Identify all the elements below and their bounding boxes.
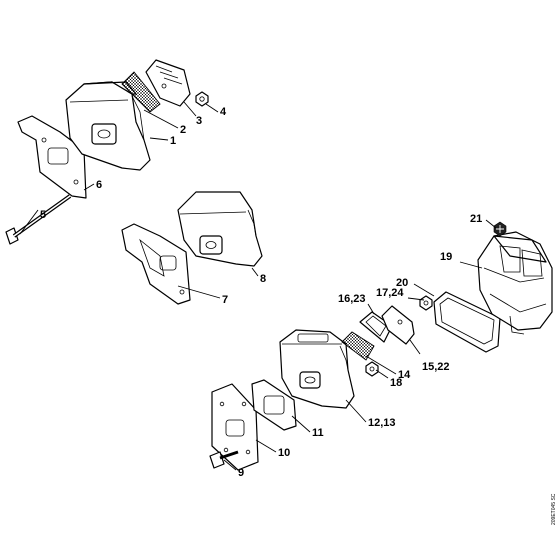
callout-6: 6 <box>96 179 102 191</box>
nut-part-17-24 <box>419 295 433 311</box>
muffler-housing-part-8 <box>177 191 263 267</box>
callout-8: 8 <box>260 273 266 285</box>
callout-4: 4 <box>220 106 227 118</box>
bolt-part-5 <box>5 194 72 245</box>
callout-5: 5 <box>40 209 46 221</box>
callout-3: 3 <box>196 115 202 127</box>
gasket-plate-part-7 <box>121 223 191 305</box>
muffler-housing-part-1 <box>65 81 151 171</box>
screw-part-21 <box>493 221 507 237</box>
callout-7: 7 <box>222 294 228 306</box>
filter-pad-part-20 <box>433 291 501 353</box>
gasket-part-11 <box>251 379 297 431</box>
callout-12-13: 12,13 <box>368 417 396 429</box>
gasket-plate-part-6 <box>17 115 87 199</box>
callout-18: 18 <box>390 377 402 389</box>
air-box-housing-part-19 <box>477 231 553 335</box>
screw-part-18 <box>365 361 379 377</box>
cover-plate-part-15-22 <box>381 305 415 345</box>
callout-17-24: 17,24 <box>376 287 404 299</box>
reference-code: 209ET045 SC <box>551 493 557 525</box>
nut-part-4 <box>195 91 209 107</box>
callout-9: 9 <box>238 467 244 479</box>
bolt-part-9 <box>209 450 239 469</box>
callout-labels: 1 2 3 4 5 6 7 8 9 10 11 12,13 14 15,22 1… <box>40 106 482 479</box>
callout-20: 20 <box>396 277 408 289</box>
callout-21: 21 <box>470 213 482 225</box>
callout-16-23: 16,23 <box>338 293 366 305</box>
muffler-housing-part-12-13 <box>279 329 355 409</box>
callout-2: 2 <box>180 124 186 136</box>
callout-14: 14 <box>398 369 411 381</box>
screen-part-2 <box>121 71 161 113</box>
callout-11: 11 <box>312 427 324 439</box>
callout-19: 19 <box>440 251 452 263</box>
screen-part-14 <box>341 331 375 361</box>
flange-plate-part-10 <box>211 383 259 471</box>
callout-15-22: 15,22 <box>422 361 450 373</box>
leader-lines <box>19 101 497 471</box>
cover-plate-part-3 <box>145 59 191 107</box>
callout-1: 1 <box>170 135 176 147</box>
callout-10: 10 <box>278 447 290 459</box>
